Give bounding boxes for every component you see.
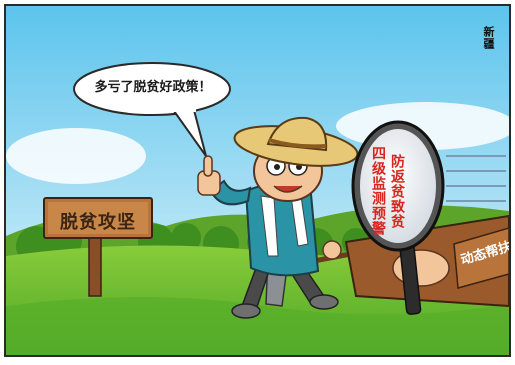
signpost-text: 脱贫攻坚	[60, 212, 136, 233]
cartoon-illustration	[6, 6, 509, 355]
straw-hat-icon	[233, 116, 359, 167]
magnifier-line-2: 四级监测预警	[370, 146, 386, 236]
magnifier-line-1: 防返贫致贫	[389, 154, 405, 229]
corner-stamp: 新疆	[482, 26, 495, 50]
signpost	[43, 197, 153, 297]
cartoon-panel: 新疆 多亏了脱贫好政策！ 脱贫攻坚 防返贫致贫 四级监测预警 动态帮扶	[4, 4, 511, 357]
speech-bubble-text: 多亏了脱贫好政策！	[94, 80, 212, 95]
speed-lines	[446, 155, 506, 202]
magnifying-glass-icon	[351, 120, 445, 315]
speech-bubble-icon	[73, 62, 231, 157]
thumbs-up-icon	[197, 155, 221, 196]
grass-shade	[6, 297, 509, 355]
farmer-character	[197, 116, 359, 319]
